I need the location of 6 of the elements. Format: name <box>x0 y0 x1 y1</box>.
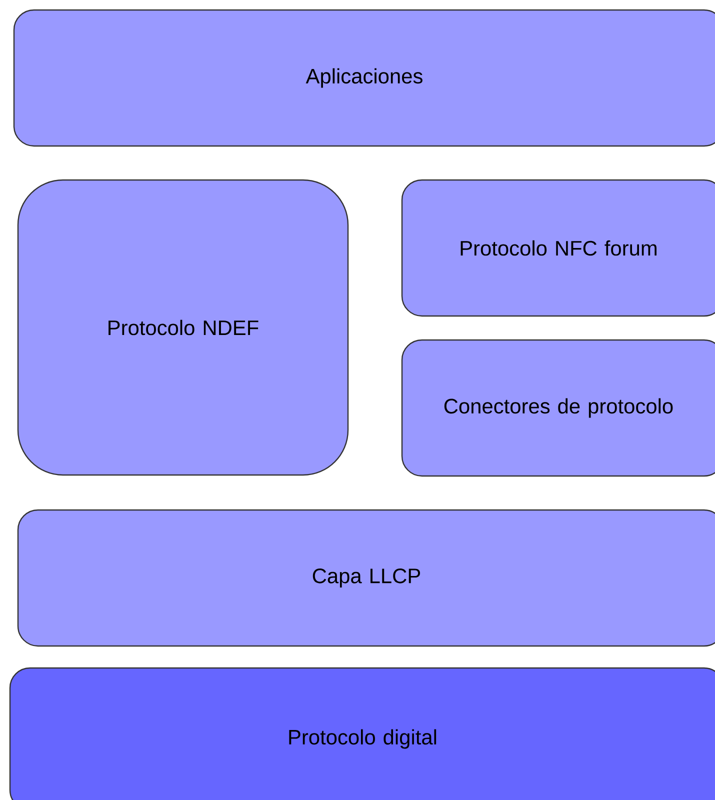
layer-box: Capa LLCP <box>17 509 715 647</box>
layer-box: Conectores de protocolo <box>401 339 715 477</box>
layer-box: Protocolo NFC forum <box>401 179 715 317</box>
layer-box: Protocolo NDEF <box>17 179 349 476</box>
layer-box: Protocolo digital <box>9 667 715 800</box>
layer-box: Aplicaciones <box>13 9 715 147</box>
